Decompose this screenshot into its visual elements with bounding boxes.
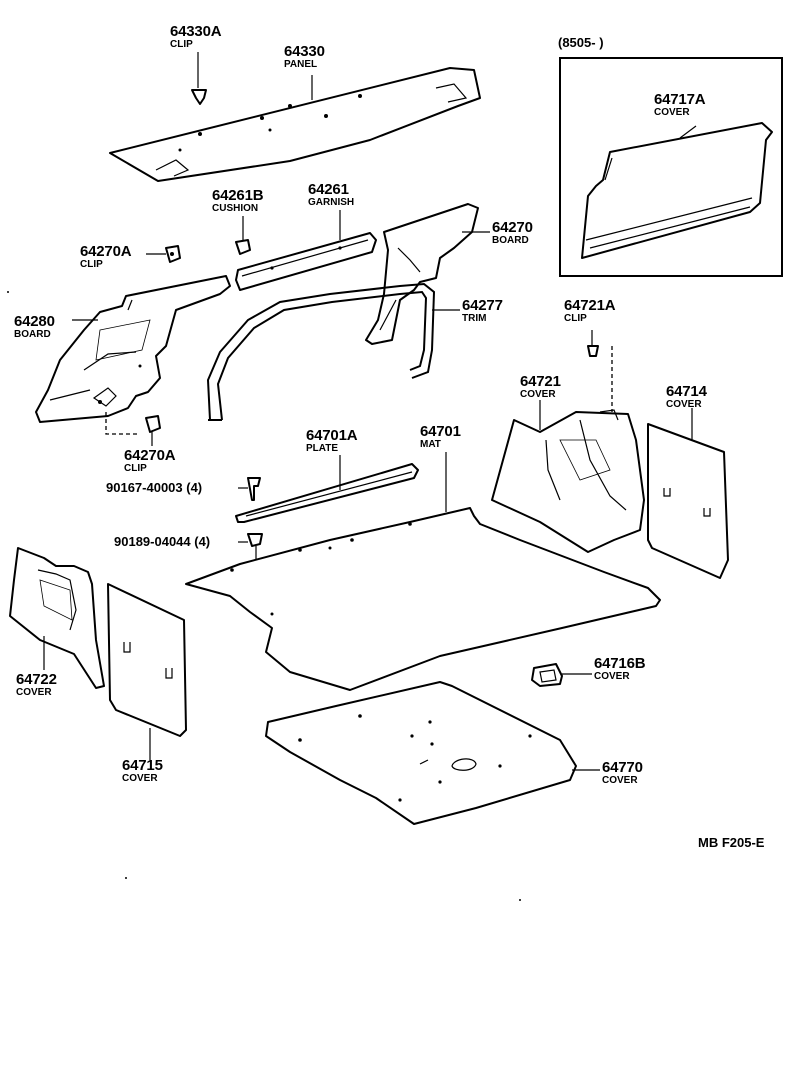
label-64701: 64701 MAT [420, 423, 461, 450]
lead-64717A [679, 125, 697, 139]
plate-64701A-shape [235, 463, 419, 523]
panel-64330-shape [109, 67, 481, 182]
cover-64717A-shape [581, 122, 773, 259]
cover-64716B-shape [531, 663, 563, 687]
cover-64721-shape [491, 409, 645, 553]
garnish-64261-shape [235, 232, 377, 291]
label-64716B: 64716B COVER [594, 655, 646, 682]
inset-box [559, 57, 783, 277]
label-64714: 64714 COVER [666, 383, 707, 410]
trim-64277-shape [206, 282, 436, 421]
label-64261B: 64261B CUSHION [212, 187, 264, 214]
cover-64714-shape [647, 423, 729, 579]
cushion-64261B-shape [235, 216, 251, 255]
clip-64270A-upper-shape [146, 245, 181, 263]
mat-64701-shape [185, 507, 661, 691]
label-90189-04044: 90189-04044 (4) [114, 534, 211, 549]
bolt-90167-shape [238, 477, 261, 501]
inset-date-note: (8505- ) [558, 35, 604, 50]
cover-64715-shape [107, 583, 187, 737]
label-64270: 64270 BOARD [492, 219, 533, 246]
clip-64721A-shape [587, 330, 613, 412]
label-64277: 64277 TRIM [462, 297, 503, 324]
label-64721: 64721 COVER [520, 373, 561, 400]
label-64722: 64722 COVER [16, 671, 57, 698]
label-64261: 64261 GARNISH [308, 181, 355, 208]
cover-64770-shape [265, 681, 577, 825]
label-64701A: 64701A PLATE [306, 427, 358, 454]
label-64270A-upper: 64270A CLIP [80, 243, 132, 270]
label-64721A: 64721A CLIP [564, 297, 616, 324]
label-64770: 64770 COVER [602, 759, 643, 786]
label-90167-40003: 90167-40003 (4) [106, 480, 203, 495]
label-64715: 64715 COVER [122, 757, 163, 784]
cover-64722-shape [9, 547, 105, 689]
clip-64330A-shape [191, 52, 207, 105]
label-64330A: 64330A CLIP [170, 23, 222, 50]
label-64717A: 64717A COVER [654, 91, 706, 118]
label-64280: 64280 BOARD [14, 313, 55, 340]
diagram-code: MB F205-E [698, 835, 765, 850]
board-64280-shape [35, 275, 231, 423]
clip-64270A-lower-shape [105, 412, 161, 446]
label-64330: 64330 PANEL [284, 43, 325, 70]
board-64270-shape [365, 203, 479, 345]
label-64270A-lower: 64270A CLIP [124, 447, 176, 474]
